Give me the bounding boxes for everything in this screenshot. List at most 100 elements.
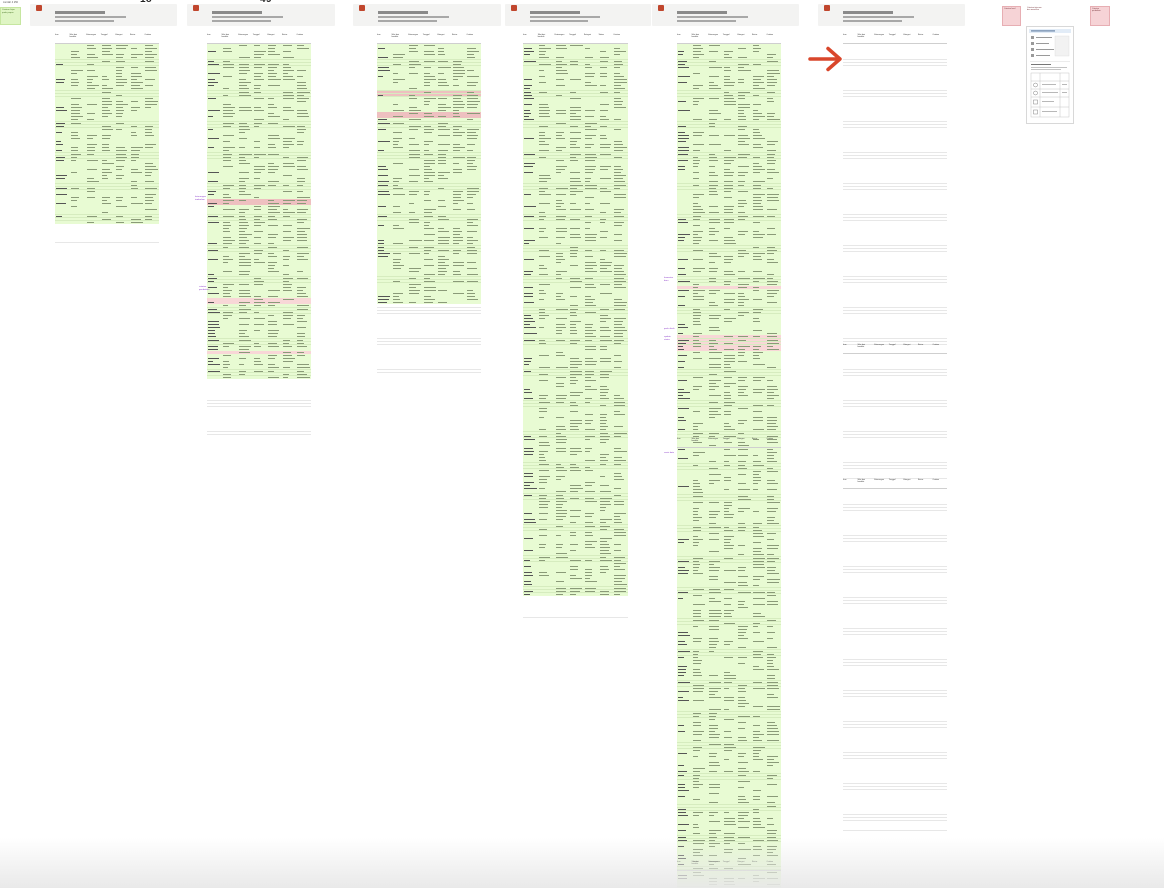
table-row[interactable] [207, 211, 311, 215]
table-row[interactable] [377, 344, 481, 348]
table-row[interactable] [677, 761, 781, 765]
table-row[interactable] [843, 307, 947, 311]
table-row[interactable] [843, 733, 947, 737]
table-row[interactable] [843, 422, 947, 426]
table-row[interactable] [207, 366, 311, 370]
table-row[interactable] [377, 316, 481, 320]
table-row[interactable] [843, 799, 947, 803]
table-row[interactable] [843, 341, 947, 345]
table-row[interactable] [843, 823, 947, 827]
table-row[interactable] [207, 112, 311, 116]
table-row[interactable] [207, 292, 311, 296]
table-row[interactable] [677, 443, 781, 447]
table-row[interactable] [207, 149, 311, 153]
table-row[interactable] [843, 471, 947, 475]
table-row[interactable] [843, 149, 947, 153]
table-row[interactable] [677, 630, 781, 634]
table-row[interactable] [677, 199, 781, 203]
table-row[interactable] [843, 416, 947, 420]
table-row[interactable] [843, 205, 947, 209]
table-row[interactable] [207, 99, 311, 103]
table-row[interactable] [843, 419, 947, 423]
table-row[interactable] [843, 242, 947, 246]
table-row[interactable] [843, 544, 947, 548]
table-row[interactable] [843, 523, 947, 527]
table-row[interactable] [677, 559, 781, 563]
table-row[interactable] [843, 675, 947, 679]
table-row[interactable] [843, 168, 947, 172]
table-row[interactable] [843, 535, 947, 539]
table-row[interactable] [843, 71, 947, 75]
table-row[interactable] [843, 740, 947, 744]
table-row[interactable] [677, 590, 781, 594]
table-row[interactable] [207, 267, 311, 271]
table-row[interactable] [523, 397, 628, 401]
table-row[interactable] [207, 425, 311, 429]
table-row[interactable] [523, 87, 628, 91]
table-row[interactable] [55, 65, 159, 69]
table-row[interactable] [523, 437, 628, 441]
table-row[interactable] [523, 127, 628, 131]
table-row[interactable] [843, 354, 947, 358]
table-row[interactable] [677, 776, 781, 780]
table-row[interactable] [523, 614, 628, 618]
table-row[interactable] [677, 466, 781, 470]
table-row[interactable] [843, 743, 947, 747]
table-row[interactable] [843, 211, 947, 215]
table-row[interactable] [207, 409, 311, 413]
table-row[interactable] [677, 344, 781, 348]
table-row[interactable] [843, 316, 947, 320]
table-row[interactable] [843, 459, 947, 463]
table-row[interactable] [377, 369, 481, 373]
table-row[interactable] [677, 773, 781, 777]
table-row[interactable] [843, 492, 947, 496]
table-row[interactable] [843, 613, 947, 617]
table-row[interactable] [843, 640, 947, 644]
table-row[interactable] [523, 93, 628, 97]
table-row[interactable] [843, 288, 947, 292]
table-row[interactable] [843, 764, 947, 768]
table-row[interactable] [677, 137, 781, 141]
table-row[interactable] [843, 447, 947, 451]
table-row[interactable] [843, 557, 947, 561]
table-row[interactable] [677, 326, 781, 330]
table-row[interactable] [523, 605, 628, 609]
table-row[interactable] [207, 130, 311, 134]
table-row[interactable] [843, 360, 947, 364]
table-row[interactable] [843, 690, 947, 694]
table-row[interactable] [677, 553, 781, 557]
table-row[interactable] [843, 585, 947, 589]
table-row[interactable] [677, 711, 781, 715]
table-row[interactable] [843, 712, 947, 716]
table-row[interactable] [677, 519, 781, 523]
table-row[interactable] [677, 668, 781, 672]
table-row[interactable] [843, 465, 947, 469]
table-row[interactable] [523, 571, 628, 575]
table-row[interactable] [377, 217, 481, 221]
table-row[interactable] [55, 192, 159, 196]
table-row[interactable] [377, 332, 481, 336]
table-row[interactable] [843, 826, 947, 830]
table-row[interactable] [523, 273, 628, 277]
frame-header[interactable] [187, 4, 335, 26]
table-row[interactable] [377, 195, 481, 199]
table-row[interactable] [843, 434, 947, 438]
table-row[interactable] [843, 285, 947, 289]
table-row[interactable] [523, 406, 628, 410]
table-row[interactable] [843, 437, 947, 441]
table-row[interactable] [523, 174, 628, 178]
table-row[interactable] [523, 471, 628, 475]
table-row[interactable] [207, 270, 311, 274]
table-row[interactable] [55, 71, 159, 75]
table-row[interactable] [677, 652, 781, 656]
table-row[interactable] [843, 777, 947, 781]
table-row[interactable] [843, 453, 947, 457]
table-row[interactable] [523, 474, 628, 478]
table-row[interactable] [843, 693, 947, 697]
table-row[interactable] [377, 56, 481, 60]
table-row[interactable] [523, 611, 628, 615]
table-row[interactable] [843, 474, 947, 478]
table-row[interactable] [523, 242, 628, 246]
table-row[interactable] [843, 251, 947, 255]
table-row[interactable] [843, 369, 947, 373]
